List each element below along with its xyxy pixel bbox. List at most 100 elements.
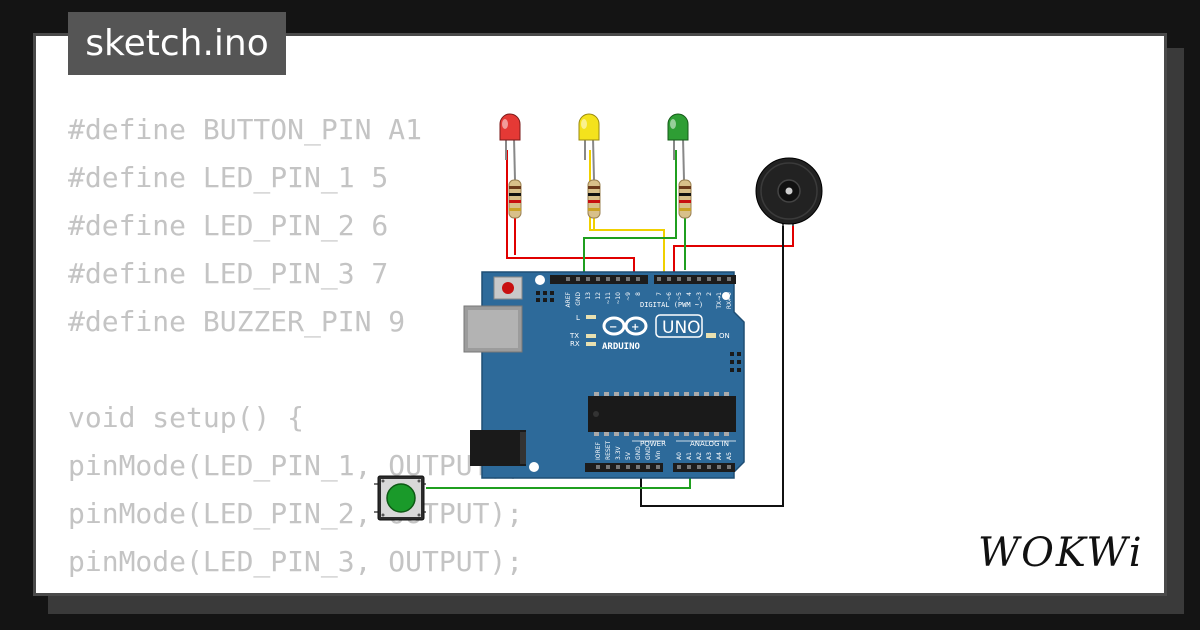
- header-pin[interactable]: [667, 277, 671, 281]
- header-pin[interactable]: [626, 465, 630, 469]
- header-pin[interactable]: [576, 277, 580, 281]
- header-pin[interactable]: [606, 465, 610, 469]
- analog-label: ANALOG IN: [690, 440, 729, 448]
- pin-label: AREF: [565, 291, 572, 307]
- pin-label: RX←0: [726, 292, 733, 309]
- header-pin[interactable]: [717, 277, 721, 281]
- code-line: void setup() {: [68, 401, 305, 434]
- pin-label: TX→1: [716, 292, 723, 310]
- header-pin[interactable]: [616, 277, 620, 281]
- header-pin[interactable]: [677, 465, 681, 469]
- header-pin[interactable]: [606, 277, 610, 281]
- wire-red-led: [506, 150, 635, 282]
- pin-label: Vin: [655, 450, 662, 460]
- analog-header: [673, 463, 735, 472]
- pin-label: ~5: [676, 292, 683, 301]
- buzzer[interactable]: [755, 157, 823, 226]
- code-line: #define LED_PIN_3 7: [68, 257, 389, 290]
- resistor-yellow[interactable]: [587, 179, 601, 219]
- board-brand: ARDUINO: [602, 342, 641, 352]
- power-label: POWER: [640, 440, 666, 448]
- on-label: ON: [719, 332, 730, 340]
- pin-label: 3.3V: [615, 445, 622, 460]
- pin-label: 2: [706, 292, 713, 296]
- pin-label: IOREF: [595, 442, 602, 460]
- svg-text:−: −: [609, 322, 617, 333]
- green-led[interactable]: [667, 113, 689, 181]
- code-line: #define BUZZER_PIN 9: [68, 305, 406, 338]
- wire-yellow-led: [589, 150, 665, 282]
- header-pin[interactable]: [566, 277, 570, 281]
- pin-label: GND: [635, 446, 642, 460]
- code-line: #define BUTTON_PIN A1: [68, 113, 423, 146]
- header-pin[interactable]: [596, 465, 600, 469]
- code-line: #define LED_PIN_1 5: [68, 161, 389, 194]
- pin-label: 4: [686, 292, 693, 296]
- header-pin[interactable]: [707, 277, 711, 281]
- power-header: [585, 463, 663, 472]
- tx-label: TX: [569, 332, 579, 340]
- pin-label: 7: [656, 292, 663, 296]
- header-pin[interactable]: [727, 277, 731, 281]
- header-pin[interactable]: [636, 465, 640, 469]
- push-button[interactable]: [374, 475, 426, 521]
- digital-header-right: [654, 275, 736, 284]
- file-tab[interactable]: sketch.ino: [68, 12, 286, 75]
- header-pin[interactable]: [626, 277, 630, 281]
- code-line: #define LED_PIN_2 6: [68, 209, 389, 242]
- header-pin[interactable]: [657, 277, 661, 281]
- pin-label: A1: [686, 452, 693, 460]
- pin-label: A2: [696, 452, 703, 460]
- header-pin[interactable]: [677, 277, 681, 281]
- header-pin[interactable]: [636, 277, 640, 281]
- header-pin[interactable]: [616, 465, 620, 469]
- wire-green-led: [583, 150, 677, 282]
- header-pin[interactable]: [687, 465, 691, 469]
- arduino-infinity-logo: [602, 316, 648, 336]
- pin-label: 8: [635, 292, 642, 296]
- power-jack: [470, 430, 526, 466]
- pin-label: ~3: [696, 292, 703, 301]
- yellow-led[interactable]: [578, 113, 600, 181]
- board-model: UNO: [662, 318, 701, 338]
- resistor-green[interactable]: [678, 179, 692, 219]
- pin-label: 5V: [625, 451, 632, 460]
- pin-label: GND: [575, 292, 582, 306]
- microcontroller-chip: [588, 396, 736, 432]
- wokwi-logo: WOKWi: [978, 530, 1144, 574]
- pin-label: A5: [726, 452, 733, 460]
- pin-label: A4: [716, 452, 723, 460]
- pin-label: 12: [595, 292, 602, 300]
- pin-label: A0: [676, 452, 683, 460]
- pin-label: 13: [585, 292, 592, 300]
- wokwi-logo-text: WOKWi: [978, 530, 1144, 574]
- header-pin[interactable]: [596, 277, 600, 281]
- pin-label: ~9: [625, 292, 632, 301]
- svg-text:+: +: [631, 322, 639, 333]
- pin-label: ~6: [666, 292, 673, 301]
- resistor-red[interactable]: [508, 179, 522, 219]
- pin-label: ~10: [615, 292, 622, 305]
- header-pin[interactable]: [687, 277, 691, 281]
- header-pin[interactable]: [697, 277, 701, 281]
- header-pin[interactable]: [717, 465, 721, 469]
- file-tab-label: sketch.ino: [85, 23, 269, 64]
- digital-label: DIGITAL (PWM ~): [640, 301, 703, 309]
- pin-label: ~11: [605, 292, 612, 305]
- code-line: pinMode(LED_PIN_3, OUTPUT);: [68, 545, 524, 578]
- header-pin[interactable]: [656, 465, 660, 469]
- header-pin[interactable]: [646, 465, 650, 469]
- red-led[interactable]: [499, 113, 521, 181]
- header-pin[interactable]: [697, 465, 701, 469]
- header-pin[interactable]: [586, 277, 590, 281]
- rx-label: RX: [570, 340, 580, 348]
- header-pin[interactable]: [707, 465, 711, 469]
- pin-label: RESET: [605, 440, 612, 460]
- header-pin[interactable]: [727, 465, 731, 469]
- pin-label: GND: [645, 446, 652, 460]
- l-label: L: [576, 314, 580, 322]
- wire-buzzer-signal: [673, 222, 794, 282]
- pin-label: A3: [706, 452, 713, 460]
